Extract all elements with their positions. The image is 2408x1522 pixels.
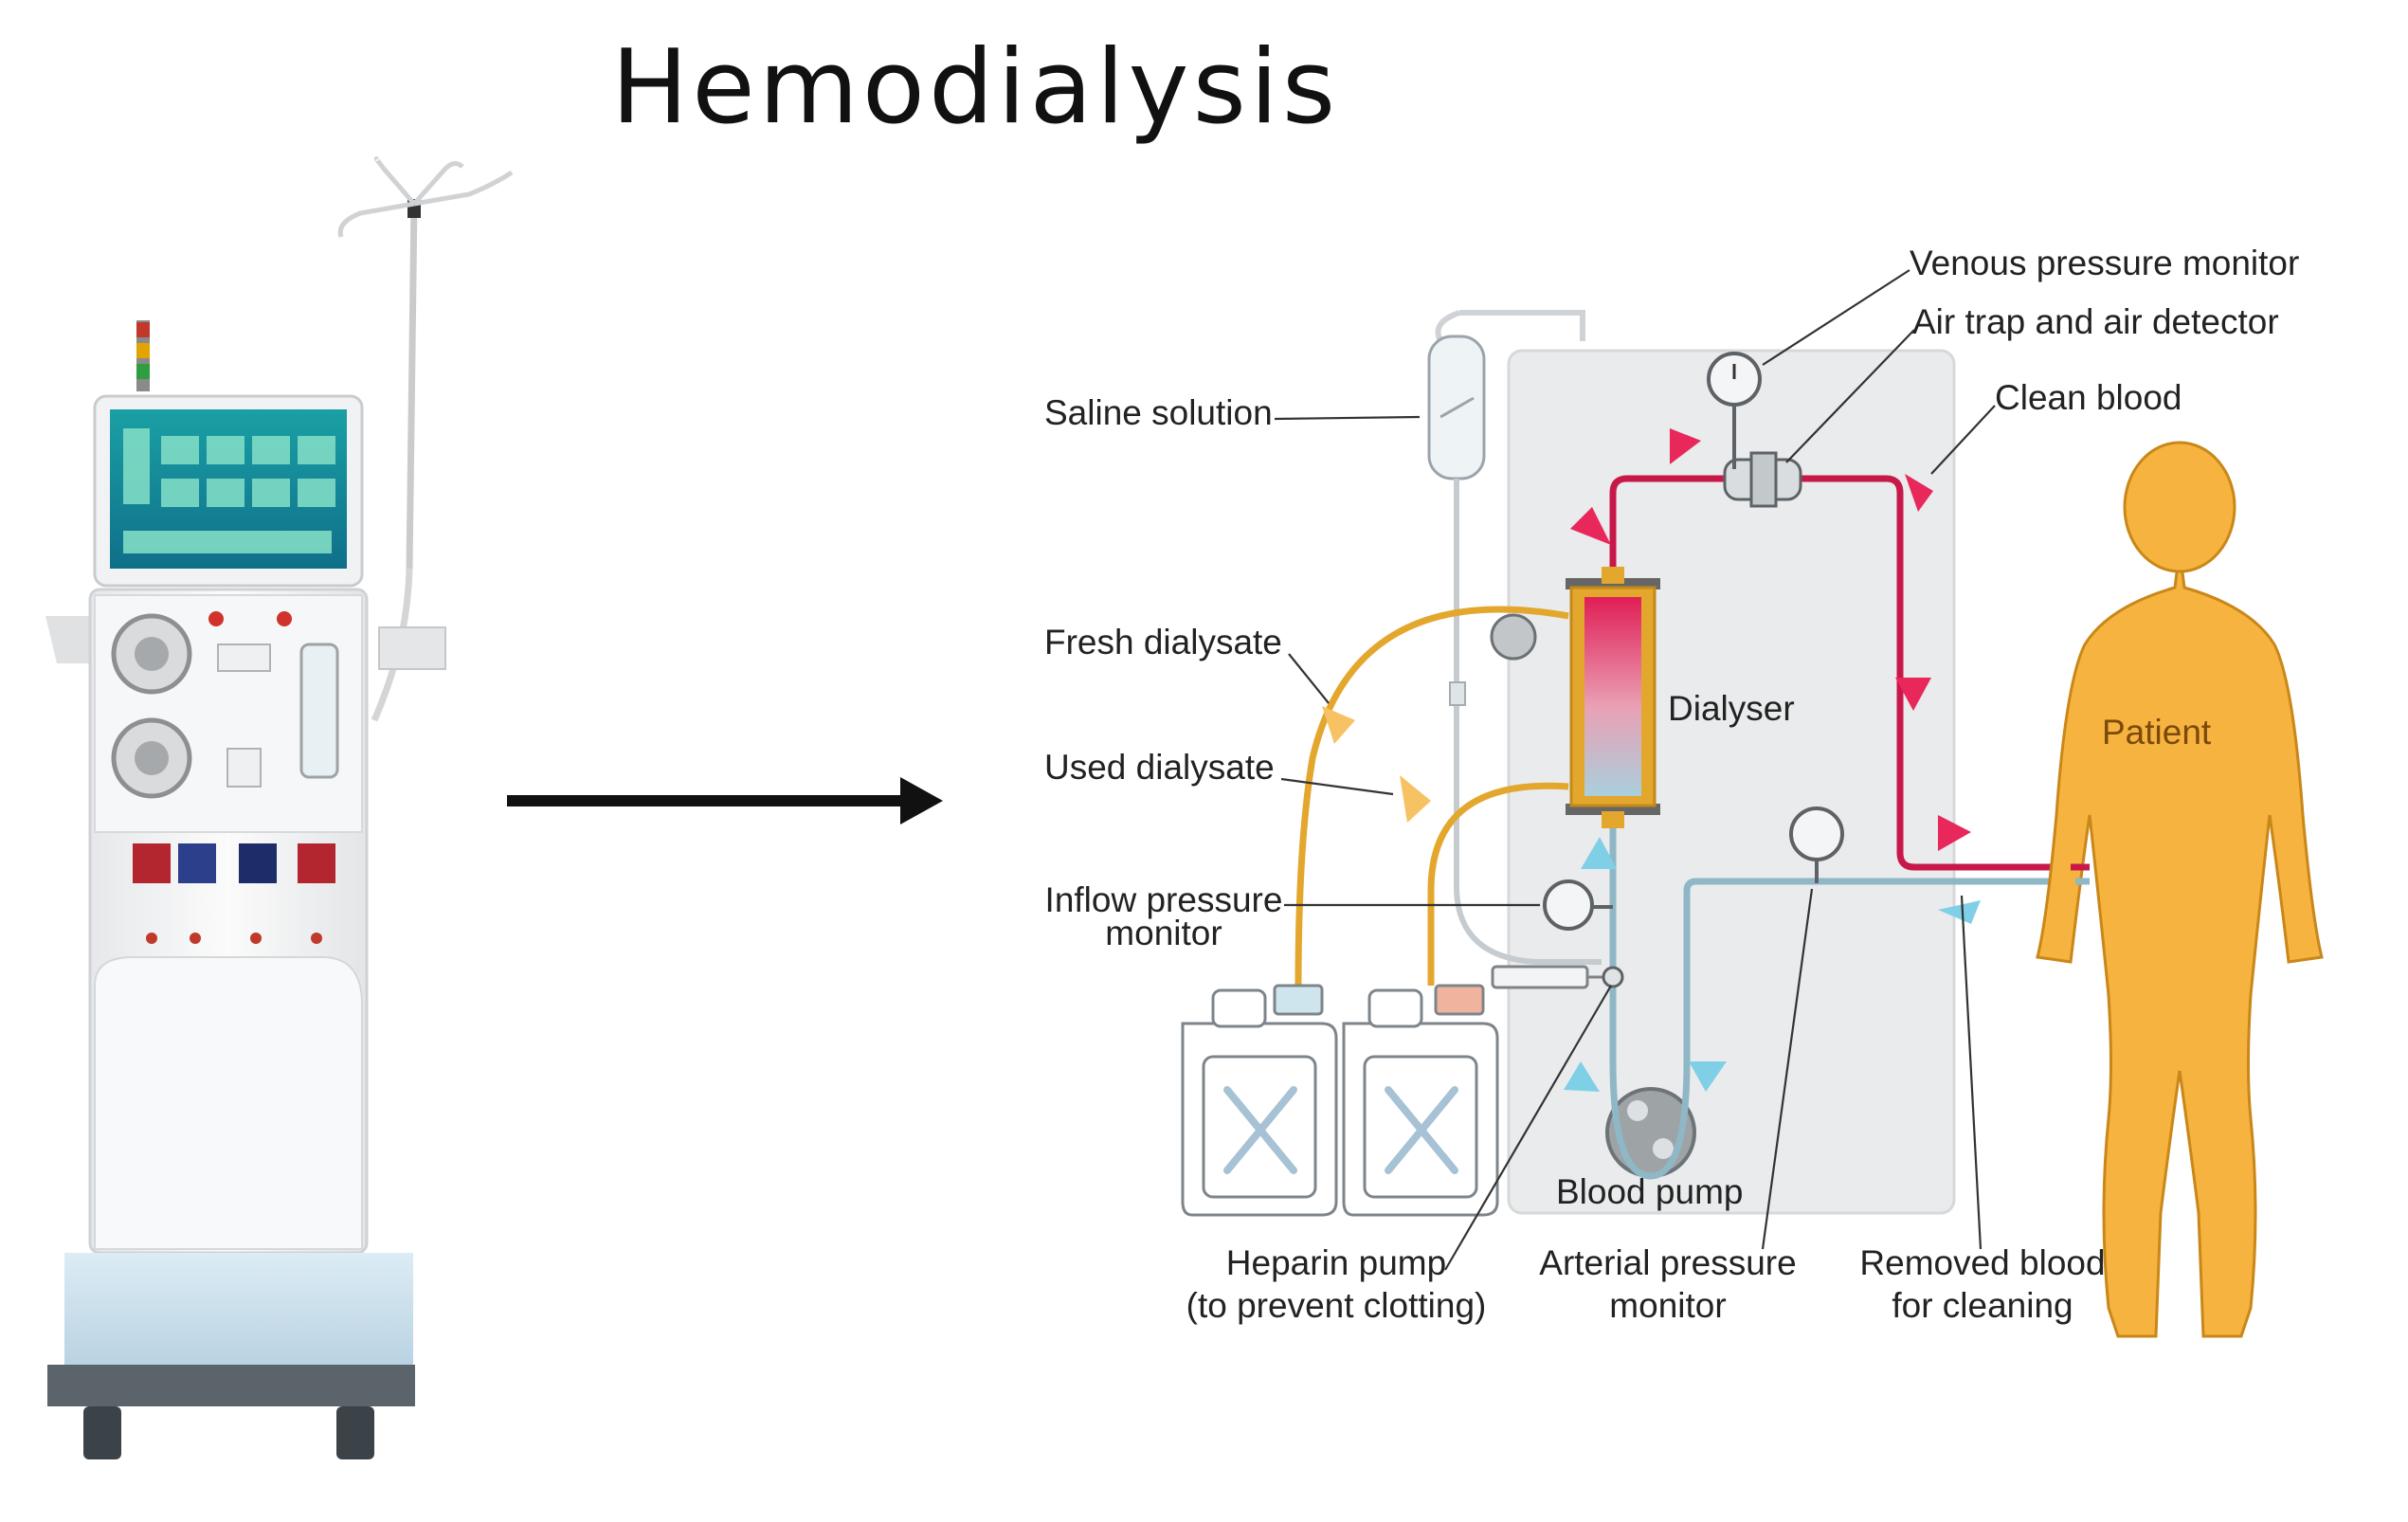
label-heparin-line2: (to prevent clotting) xyxy=(1186,1286,1487,1325)
patient-silhouette xyxy=(2036,441,2324,1338)
label-heparin-line1: Heparin pump xyxy=(1226,1243,1446,1282)
label-arterial-pressure-line2: monitor xyxy=(1609,1286,1726,1325)
label-arterial-pressure-line1: Arterial pressure xyxy=(1539,1243,1796,1282)
label-air-trap: Air trap and air detector xyxy=(1912,302,2279,341)
label-saline-solution: Saline solution xyxy=(1044,393,1273,432)
label-fresh-dialysate: Fresh dialysate xyxy=(1044,623,1282,661)
label-clean-blood: Clean blood xyxy=(1995,378,2182,417)
label-used-dialysate: Used dialysate xyxy=(1044,748,1275,787)
label-patient: Patient xyxy=(2102,713,2212,752)
label-blood-pump: Blood pump xyxy=(1556,1172,1743,1211)
label-inflow-pressure-line2: monitor xyxy=(1105,914,1222,952)
page-title: Hemodialysis xyxy=(611,28,1340,147)
label-removed-blood-line2: for cleaning xyxy=(1892,1286,2073,1325)
direction-arrow xyxy=(507,777,943,824)
label-venous-pressure-monitor: Venous pressure monitor xyxy=(1910,244,2299,282)
label-removed-blood-line1: Removed blood xyxy=(1859,1243,2105,1282)
label-dialyser: Dialyser xyxy=(1668,689,1795,728)
label-inflow-pressure-line1: Inflow pressure xyxy=(1045,880,1283,919)
dialysis-machine-illustration xyxy=(45,156,514,1459)
hemodialysis-circuit-diagram: Venous pressure monitor Air trap and air… xyxy=(1044,244,2324,1338)
